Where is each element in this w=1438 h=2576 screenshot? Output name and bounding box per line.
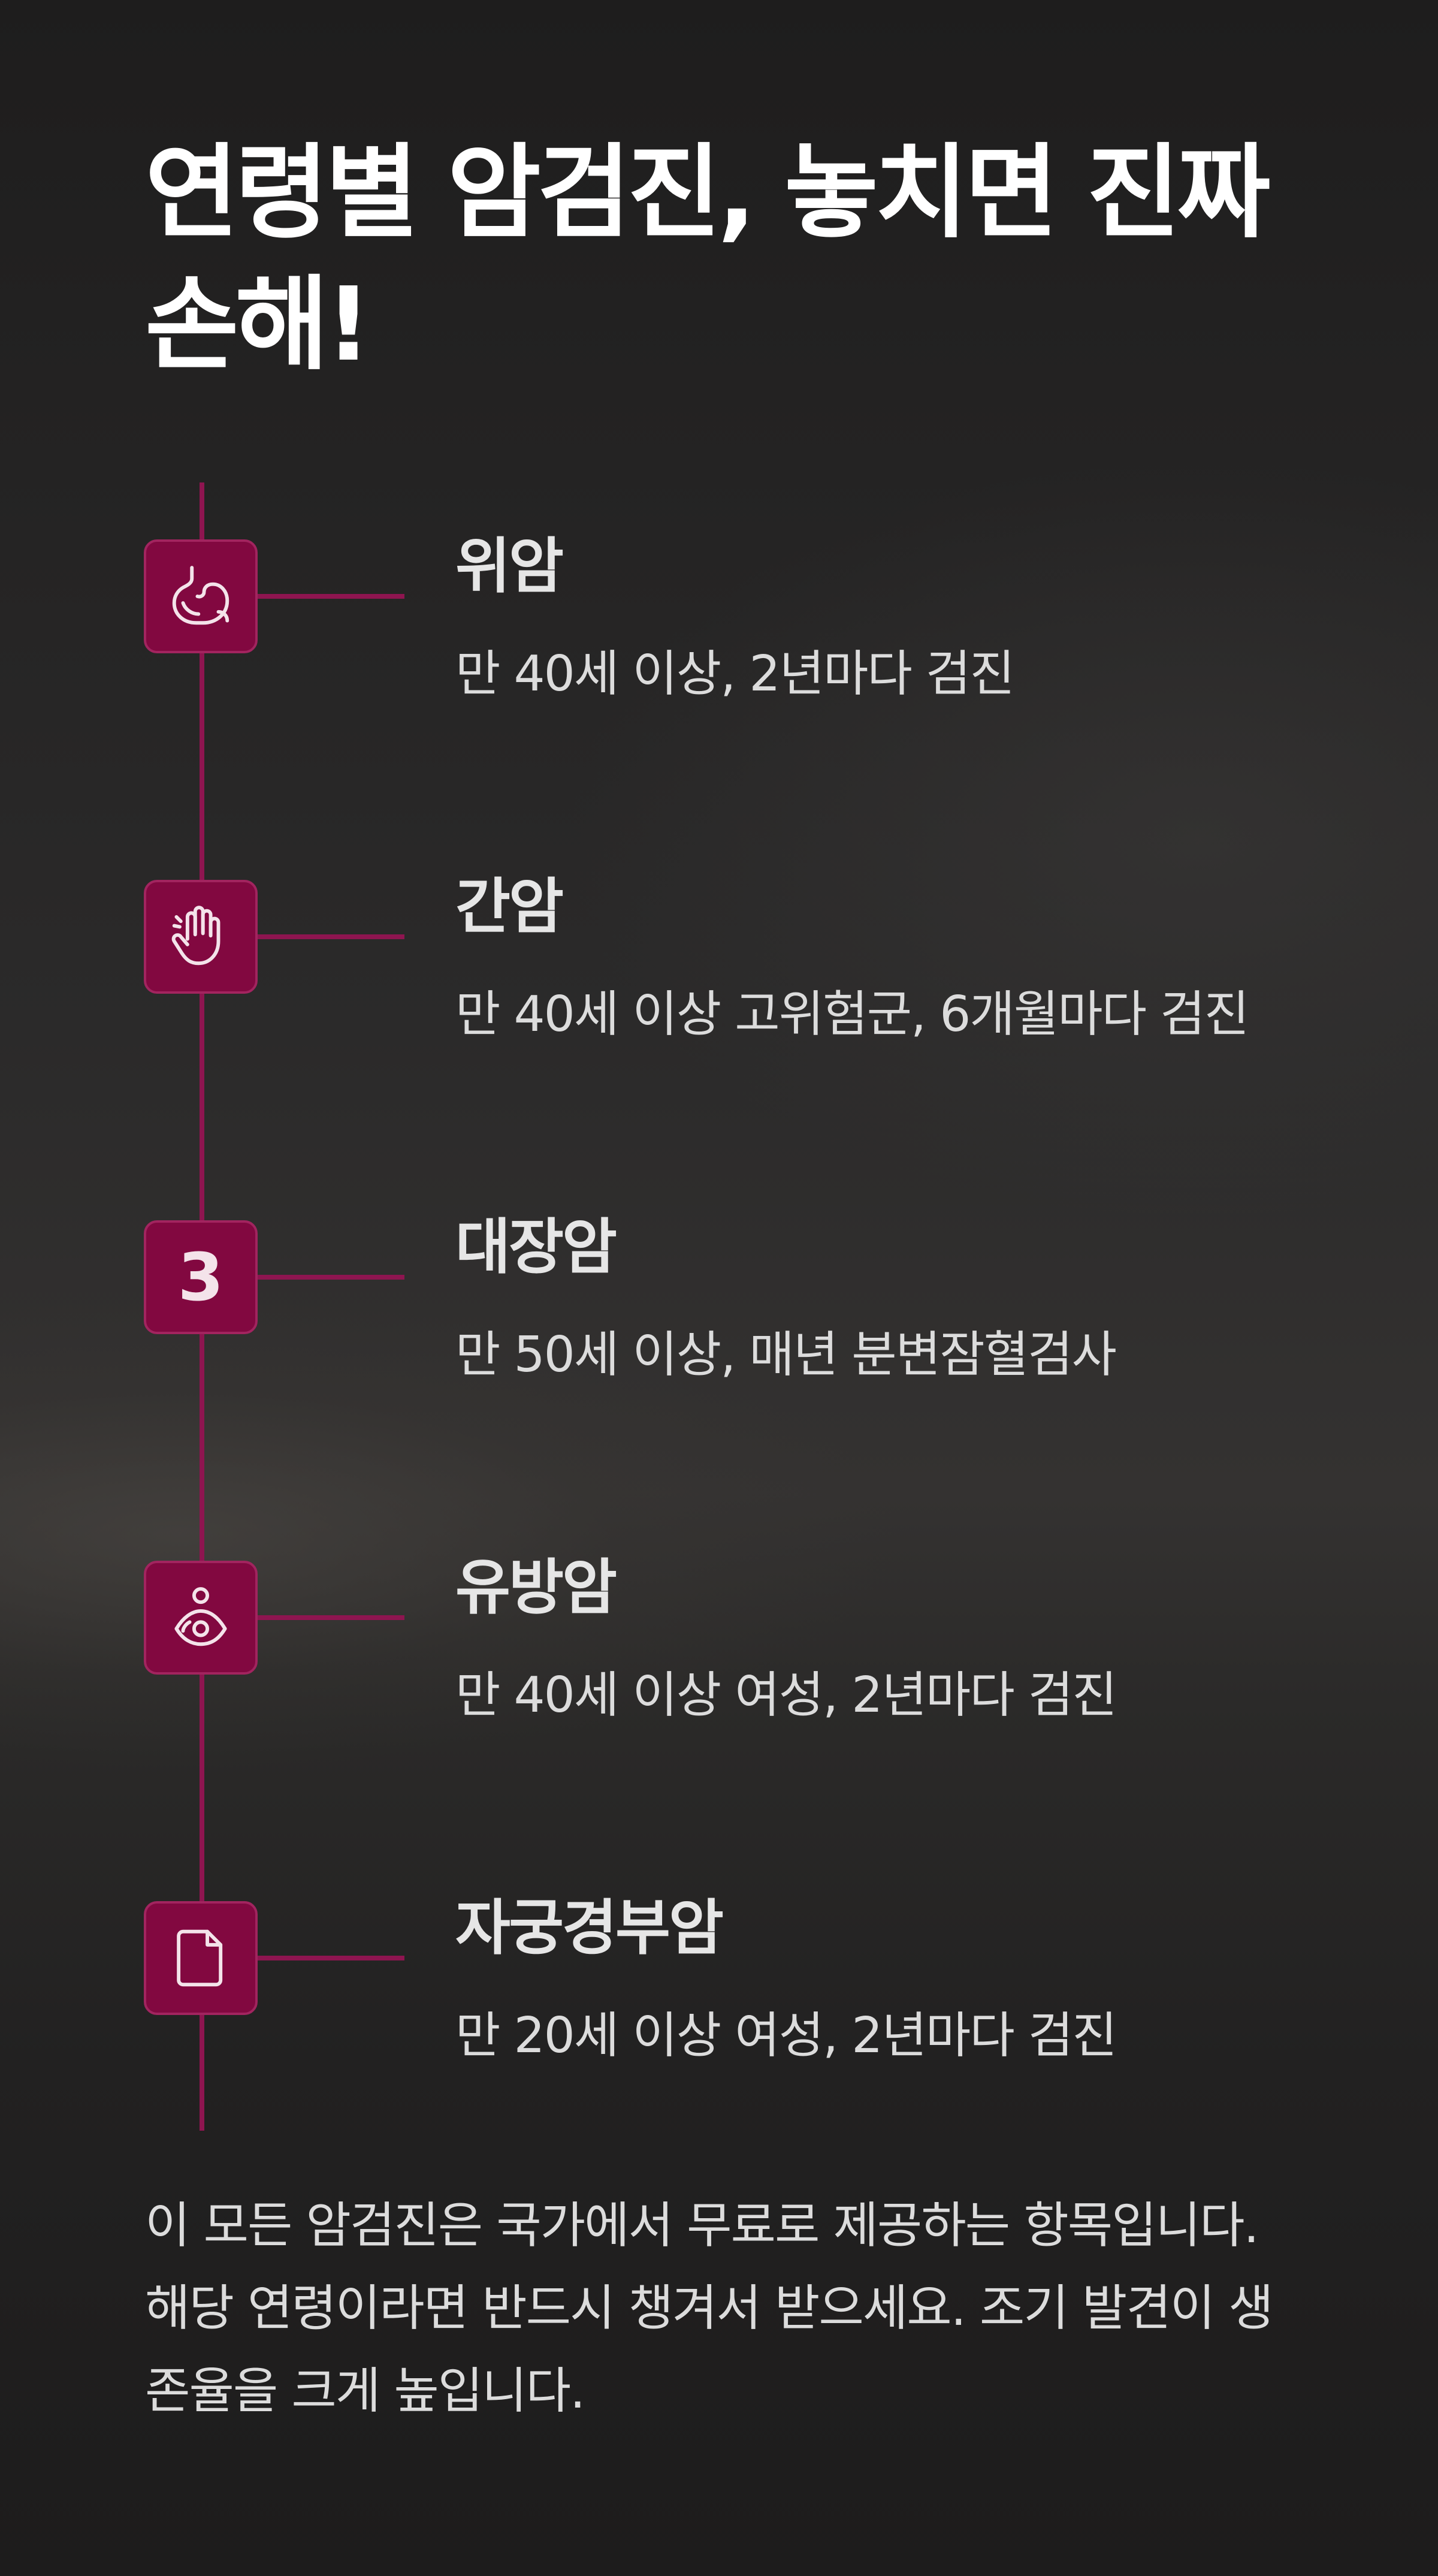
stomach-icon — [172, 566, 229, 625]
item-description: 만 40세 이상 고위험군, 6개월마다 검진 — [455, 986, 1249, 1043]
timeline-connector — [258, 594, 404, 599]
item-title: 대장암 — [455, 1212, 617, 1282]
timeline-connector — [258, 1956, 404, 1960]
person-care-icon — [174, 1587, 227, 1646]
page-title: 연령별 암검진, 놓치면 진짜 손해! — [145, 134, 1271, 384]
timeline-icon-box: 3 — [144, 1220, 258, 1334]
document-icon — [177, 1929, 223, 1987]
item-description: 만 20세 이상 여성, 2년마다 검진 — [455, 2007, 1117, 2064]
timeline-icon-box — [144, 539, 258, 653]
timeline-item-breast-cancer: 유방암 만 40세 이상 여성, 2년마다 검진 — [0, 1552, 1438, 1724]
item-title: 유방암 — [455, 1552, 617, 1622]
timeline-connector — [258, 934, 404, 939]
timeline-item-cervical-cancer: 자궁경부암 만 20세 이상 여성, 2년마다 검진 — [0, 1893, 1438, 2064]
item-description: 만 40세 이상 여성, 2년마다 검진 — [455, 1667, 1117, 1724]
item-description: 만 50세 이상, 매년 분변잠혈검사 — [455, 1326, 1117, 1383]
hand-icon — [171, 906, 220, 966]
item-title: 자궁경부암 — [455, 1893, 724, 1963]
timeline-item-liver-cancer: 간암 만 40세 이상 고위험군, 6개월마다 검진 — [0, 871, 1438, 1043]
timeline-connector — [258, 1615, 404, 1620]
item-title: 간암 — [455, 871, 564, 942]
timeline-item-stomach-cancer: 위암 만 40세 이상, 2년마다 검진 — [0, 531, 1438, 702]
item-title: 위암 — [455, 531, 564, 601]
timeline-icon-box — [144, 880, 258, 994]
item-description: 만 40세 이상, 2년마다 검진 — [455, 645, 1015, 702]
footer-note: 이 모든 암검진은 국가에서 무료로 제공하는 항목입니다. 해당 연령이라면 … — [145, 2197, 1274, 2420]
number-three-icon: 3 — [177, 1239, 224, 1316]
timeline-connector — [258, 1275, 404, 1280]
timeline-item-colon-cancer: 3 대장암 만 50세 이상, 매년 분변잠혈검사 — [0, 1212, 1438, 1383]
timeline-icon-box — [144, 1561, 258, 1675]
timeline-icon-box — [144, 1901, 258, 2015]
